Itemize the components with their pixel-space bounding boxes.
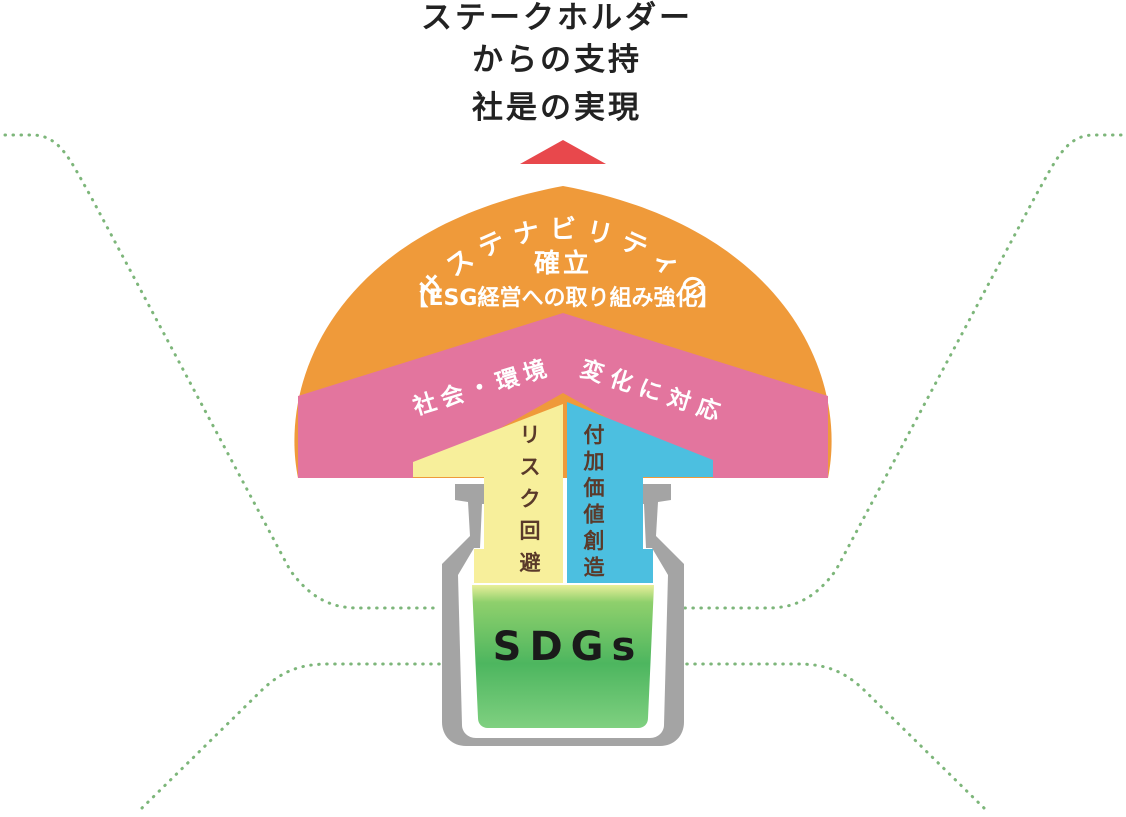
- value-creation-arrow-blue: [567, 402, 713, 583]
- value-char: 価: [583, 476, 605, 500]
- dotted-line-lower-right: [670, 662, 986, 810]
- value-char: 値: [583, 503, 605, 527]
- risk-avoidance-arrow-yellow: [413, 404, 563, 583]
- upward-arrow-icon: [520, 140, 606, 164]
- dotted-line-lower-left: [140, 662, 454, 810]
- esg-management-label: 【ESG経営への取り組み強化】: [407, 285, 720, 311]
- value-char: 加: [583, 450, 605, 474]
- sdgs-base-green: [472, 585, 654, 728]
- dotted-line-upper-right: [670, 133, 1123, 610]
- risk-char: ク: [520, 487, 541, 511]
- stakeholder-support-line2: からの支持: [472, 42, 642, 78]
- value-char: 創: [584, 529, 605, 553]
- sustainability-char: ビ: [550, 215, 576, 245]
- risk-char: 回: [520, 519, 541, 543]
- sdgs-label: SDGs: [493, 624, 644, 670]
- risk-char: 避: [520, 551, 541, 575]
- value-char: 付: [584, 423, 605, 447]
- dotted-guide-lines: [3, 133, 1123, 810]
- mushroom-band-pink: [298, 313, 828, 478]
- dotted-line-upper-left: [3, 133, 442, 610]
- risk-char: ス: [520, 455, 541, 479]
- value-char: 造: [584, 556, 606, 580]
- company-philosophy-realization: 社是の実現: [472, 90, 642, 126]
- stakeholder-support-line1: ステークホルダー: [421, 0, 693, 36]
- sustainability-char: ナ: [511, 216, 543, 251]
- sustainability-char: リ: [584, 216, 616, 251]
- risk-char: リ: [520, 423, 541, 447]
- establishment-label: 確立: [534, 248, 592, 279]
